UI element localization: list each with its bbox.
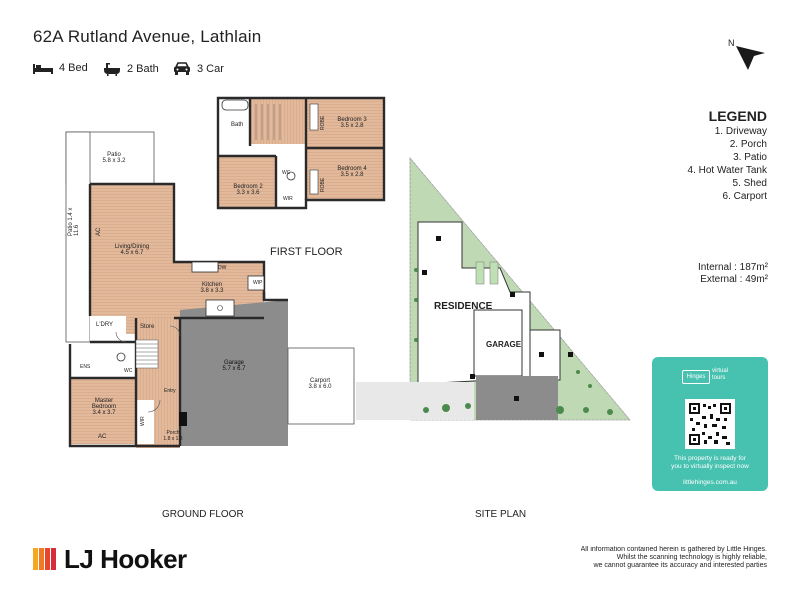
north-label: N <box>728 38 735 48</box>
car-icon <box>174 62 190 75</box>
room-label: WC <box>282 170 291 176</box>
master-bedroom <box>70 378 136 444</box>
qr-code-icon <box>688 402 732 446</box>
living-dining-room <box>90 184 174 334</box>
first-floor-plan <box>216 96 386 210</box>
car-feature: 3 Car <box>173 62 224 75</box>
residence-label: RESIDENCE <box>434 301 493 312</box>
garage <box>180 300 288 446</box>
agency-name: LJ Hooker <box>64 544 187 570</box>
room-label: Entry <box>164 388 176 394</box>
bedroom-3 <box>306 98 384 148</box>
qr-code[interactable] <box>685 399 735 449</box>
first-floor-wir <box>276 190 302 208</box>
agency-stripes-icon <box>33 548 56 570</box>
bath-icon <box>104 63 120 76</box>
stair-landing <box>250 98 306 144</box>
car-count: 3 Car <box>197 62 224 75</box>
patio-side <box>65 131 91 343</box>
property-address: 62A Rutland Avenue, Lathlain <box>33 27 262 46</box>
room-label: DW <box>218 265 227 271</box>
bath-feature: 2 Bath <box>103 62 159 76</box>
ground-floor-caption: GROUND FLOOR <box>162 509 244 520</box>
room-label: ROBE <box>320 115 326 130</box>
room-label: ENS <box>80 364 91 370</box>
laundry-room <box>90 316 126 342</box>
carport <box>287 347 355 425</box>
internal-area: Internal : 187m² <box>697 262 768 273</box>
walk-in-robe <box>136 400 154 444</box>
compass: N <box>726 38 770 74</box>
legend-heading: LEGEND <box>708 108 767 124</box>
bed-icon <box>33 64 53 74</box>
room-label: L'DRY <box>96 322 114 328</box>
area-summary: Internal : 187m² External : 49m² <box>698 262 768 286</box>
room-label: WC <box>124 368 133 374</box>
legend: LEGEND 1. Driveway 2. Porch 3. Patio 4. … <box>687 108 767 203</box>
ac-label: AC <box>96 227 102 236</box>
legend-item: 1. Driveway <box>714 126 767 137</box>
hinges-tagline: virtual tours <box>712 368 729 381</box>
room-label: WIP <box>253 280 263 286</box>
hinges-logo: Hinges <box>682 370 710 384</box>
room-label: WIR <box>283 196 293 202</box>
bed-count: 4 Bed <box>59 62 88 74</box>
legend-item: 5. Shed <box>732 178 767 189</box>
bed-feature: 4 Bed <box>33 62 88 74</box>
site-garage-label: GARAGE <box>486 340 522 349</box>
room-label: Store <box>140 324 155 330</box>
room-label: ROBE <box>320 177 326 192</box>
site-plan <box>356 157 631 421</box>
ac-label: AC <box>98 434 107 440</box>
site-plan-caption: SITE PLAN <box>475 509 527 520</box>
first-floor-caption: FIRST FLOOR <box>270 246 343 258</box>
agency-logo: LJ Hooker <box>33 544 187 570</box>
legend-item: 4. Hot Water Tank <box>687 165 767 176</box>
room-label: Bath <box>231 122 244 128</box>
disclaimer: All information contained herein is gath… <box>580 546 767 569</box>
legend-item: 6. Carport <box>722 191 767 202</box>
tour-url-link[interactable]: littlehinges.com.au <box>683 479 737 486</box>
legend-item: 3. Patio <box>733 152 767 163</box>
external-area: External : 49m² <box>700 274 768 285</box>
bedroom-2 <box>218 156 276 208</box>
virtual-tour-card[interactable]: Hinges virtual tours This property is re… <box>652 357 768 491</box>
north-arrow-icon <box>736 46 765 70</box>
bath-count: 2 Bath <box>127 63 159 75</box>
room-label: Patio 1.4 x 11.6 <box>68 207 80 236</box>
legend-item: 2. Porch <box>729 139 767 150</box>
ground-floor-plan <box>65 131 355 448</box>
bedroom-4 <box>306 148 384 200</box>
room-label: WIR <box>140 416 146 426</box>
